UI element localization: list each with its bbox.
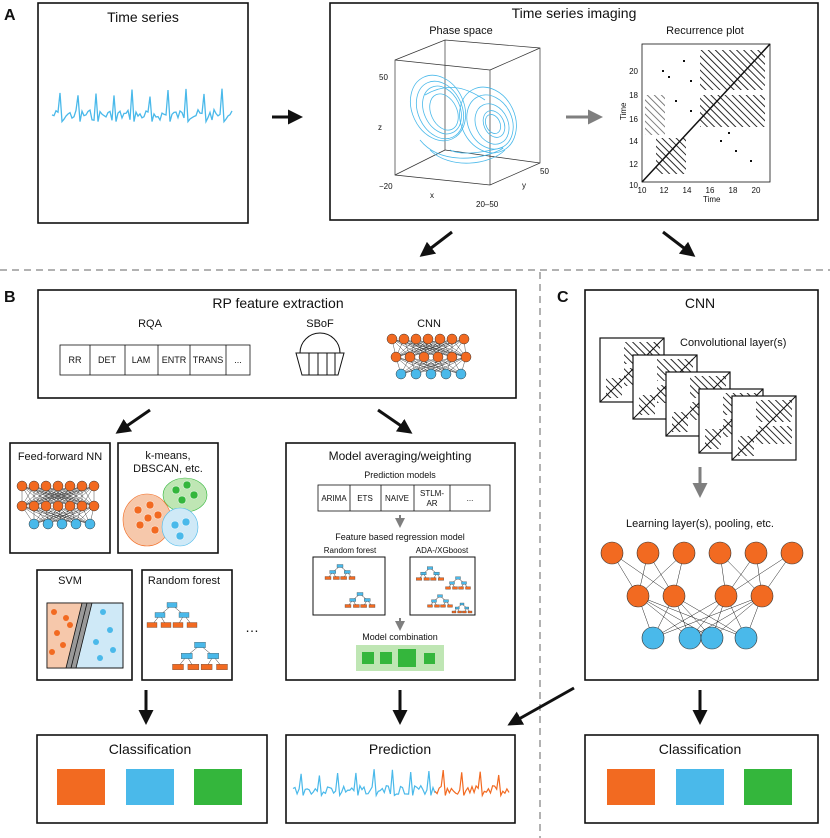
ffnn-network-icon <box>16 480 100 530</box>
model-combination-label: Model combination <box>362 632 438 642</box>
time-series-imaging-box: Time series imaging Phase space Recurren… <box>329 2 819 221</box>
prediction-model-cell: STLM-AR <box>420 489 444 508</box>
rqa-table: RR DET LAM ENTR TRANS ... <box>59 344 251 376</box>
phase-z-tick: 50 <box>379 73 388 82</box>
time-series-box: Time series <box>37 2 249 224</box>
conv-label: Convolutional layer(s) <box>680 337 786 349</box>
rqa-cell: ... <box>234 355 242 365</box>
kmeans-title-2: DBSCAN, etc. <box>133 463 203 475</box>
imaging-title: Time series imaging <box>512 5 637 21</box>
rp-x-ticks: 10 12 14 16 18 20 <box>638 186 761 195</box>
cnn-label-b: CNN <box>417 318 441 330</box>
sbof-label: SBoF <box>306 318 334 330</box>
prediction-box: Prediction <box>285 734 516 824</box>
prediction-model-cell: ... <box>467 494 474 503</box>
classification-box-c: Classification <box>584 734 819 824</box>
time-series-title: Time series <box>107 9 179 25</box>
fbrm-ada-label: ADA-/XGboost <box>416 546 469 555</box>
arrow-a-to-c <box>662 230 696 257</box>
rp-x-tick: 10 <box>638 186 647 195</box>
lorenz-attractor <box>410 74 517 164</box>
rp-feature-extraction-box: RP feature extraction RQA SBoF CNN RR DE… <box>37 289 517 399</box>
recurrence-plot <box>641 43 771 183</box>
rp-x-tick: 12 <box>660 186 669 195</box>
cnn-title-c: CNN <box>685 295 715 311</box>
rqa-cell: DET <box>98 355 117 365</box>
rp-x-tick: 20 <box>752 186 761 195</box>
classification-box-b: Classification <box>36 734 268 824</box>
time-series-signal <box>51 88 233 125</box>
prediction-model-cell: NAIVE <box>385 494 409 503</box>
panel-letter-c: C <box>557 289 569 306</box>
prediction-models-table: ARIMA ETS NAIVE STLM-AR ... <box>317 484 491 512</box>
cnn-box: CNN Convolutional layer(s) Learning laye… <box>584 289 819 681</box>
classification-title-b: Classification <box>109 741 191 757</box>
fbrm-label: Feature based regression model <box>335 532 465 542</box>
rp-y-label: Time <box>619 102 628 120</box>
sbof-icon <box>295 332 345 376</box>
prediction-forecast-signal <box>434 770 510 798</box>
fbrm-rf-label: Random forest <box>324 546 377 555</box>
rp-y-tick: 14 <box>629 137 638 146</box>
rp-y-tick: 20 <box>629 67 638 76</box>
prediction-models-label: Prediction models <box>364 470 436 480</box>
rqa-cell: RR <box>69 355 82 365</box>
cnn-mini-icon <box>386 333 472 380</box>
phase-z-label: z <box>378 123 382 132</box>
rf-title: Random forest <box>148 575 220 587</box>
prediction-title: Prediction <box>369 741 431 757</box>
phase-y-label: y <box>522 181 526 190</box>
rp-x-tick: 14 <box>683 186 692 195</box>
kmeans-box: k-means, DBSCAN, etc. <box>117 442 219 554</box>
rp-y-tick: 18 <box>629 91 638 100</box>
rp-x-tick: 16 <box>706 186 715 195</box>
classification-title-c: Classification <box>659 741 741 757</box>
random-forest-trees-icon <box>146 602 228 670</box>
svm-box: SVM <box>36 569 133 681</box>
phase-x-tick: −20 <box>379 182 393 191</box>
phase-corner-tick: 20–50 <box>476 200 499 209</box>
arrow-rp-to-unsupervised <box>115 408 151 434</box>
rp-feature-title: RP feature extraction <box>212 295 343 311</box>
rqa-cell: TRANS <box>193 355 224 365</box>
prediction-model-cell: ARIMA <box>321 494 347 503</box>
arrow-rp-to-model-avg <box>377 408 413 434</box>
kmeans-title-1: k-means, <box>145 450 190 462</box>
rqa-cell: ENTR <box>162 355 187 365</box>
feed-forward-nn-box: Feed-forward NN <box>9 442 111 554</box>
rp-y-tick: 16 <box>629 115 638 124</box>
phase-x-label: x <box>430 191 434 200</box>
cnn-network-icon <box>600 541 804 650</box>
rp-y-tick: 12 <box>629 160 638 169</box>
fbrm-trees-icon <box>324 564 473 614</box>
rqa-label: RQA <box>138 318 163 330</box>
ffnn-title: Feed-forward NN <box>18 451 102 463</box>
models-ellipsis: … <box>245 619 259 635</box>
random-forest-box: Random forest <box>141 569 233 681</box>
prediction-history-signal <box>292 769 436 798</box>
rp-y-tick: 10 <box>629 181 638 190</box>
conv-layer-stack <box>599 337 797 461</box>
rp-x-tick: 18 <box>729 186 738 195</box>
rqa-cell: LAM <box>132 355 151 365</box>
recurrence-plot-title: Recurrence plot <box>666 25 744 37</box>
rp-x-label: Time <box>703 195 721 204</box>
panel-letter-a: A <box>4 7 16 24</box>
rp-y-ticks: 20 18 16 14 12 10 <box>629 67 638 190</box>
learning-label: Learning layer(s), pooling, etc. <box>626 518 774 530</box>
prediction-model-cell: ETS <box>357 494 373 503</box>
phase-y-tick: 50 <box>540 167 549 176</box>
model-avg-title: Model averaging/weighting <box>329 449 472 463</box>
model-averaging-box: Model averaging/weighting Prediction mod… <box>285 442 516 681</box>
arrow-cnn-to-prediction <box>507 686 575 726</box>
phase-space-title: Phase space <box>429 25 493 37</box>
panel-letter-b: B <box>4 289 16 306</box>
svm-title: SVM <box>58 575 82 587</box>
arrow-a-to-b <box>419 230 453 257</box>
